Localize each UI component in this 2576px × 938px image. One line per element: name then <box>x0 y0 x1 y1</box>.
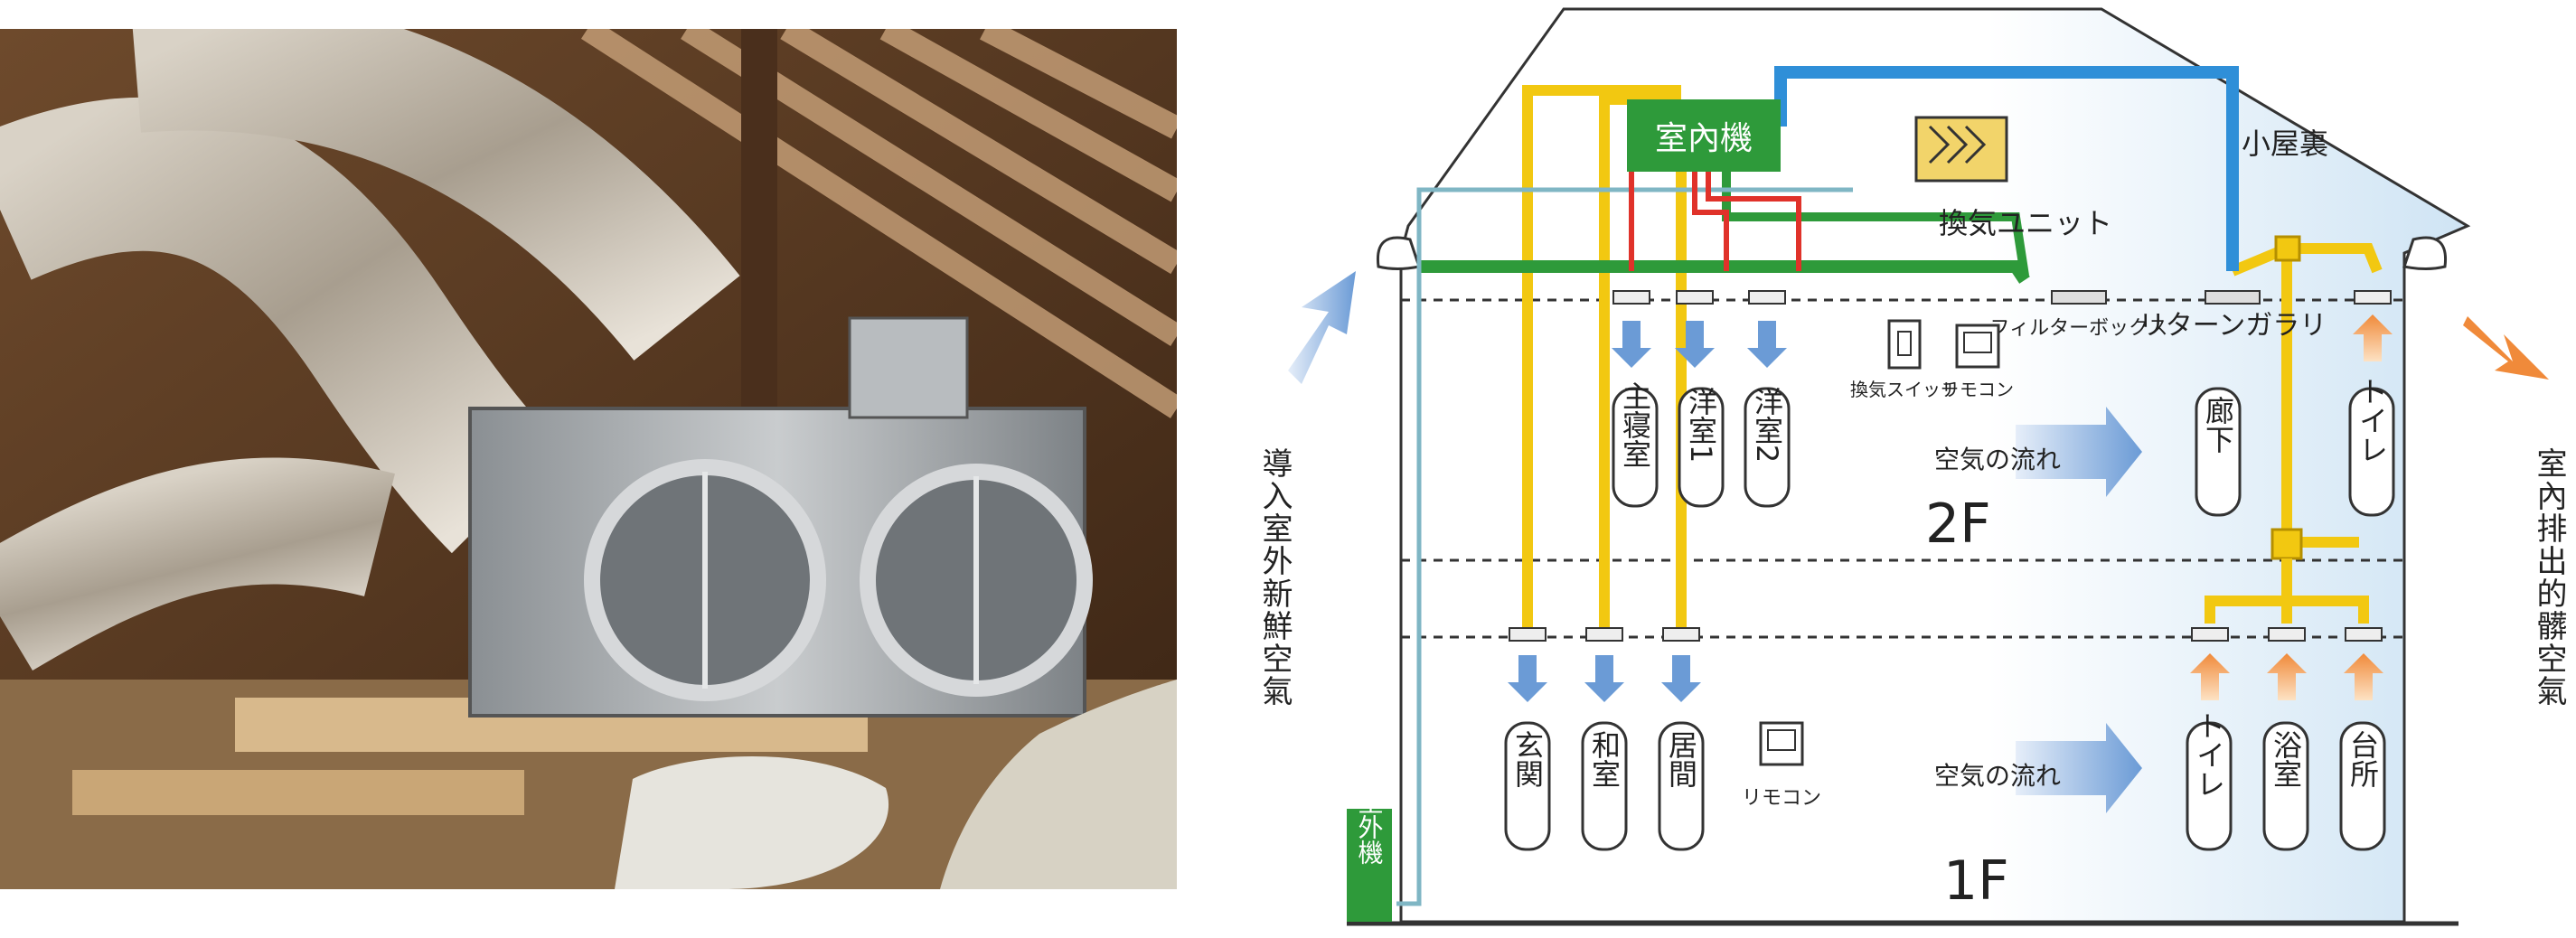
exhaust-air-label: 室內排出的髒空氣 <box>2531 447 2567 708</box>
remote-2f-label: リモコン <box>1941 379 2014 400</box>
indoor-unit-label: 室內機 <box>1655 120 1753 157</box>
ventilation-switch-label: 換気スイッチ <box>1850 379 1959 400</box>
svg-text:居間: 居間 <box>1664 730 1698 788</box>
outdoor-unit-label: 室外機 <box>1355 789 1385 865</box>
svg-text:和室: 和室 <box>1587 730 1622 788</box>
intake-vent <box>1376 236 1421 270</box>
ventilation-unit-icon <box>1914 116 2008 183</box>
rooms-2f-exhaust: 廊下 トイレ <box>2195 377 2395 517</box>
return-gallery-label: リターンガラリ <box>2139 310 2327 342</box>
svg-text:トイレ: トイレ <box>2192 711 2226 798</box>
rooms-2f-supply: 主寝室 洋室1 洋室2 <box>1612 381 1791 508</box>
svg-text:洋室2: 洋室2 <box>1750 387 1784 463</box>
svg-text:洋室1: 洋室1 <box>1684 387 1718 463</box>
exhaust-arrow <box>2463 316 2549 380</box>
ventilation-unit-label: 換気ユニット <box>1939 206 2112 240</box>
floor-1f-label: 1F <box>1943 849 2009 913</box>
svg-text:玄関: 玄関 <box>1510 730 1545 788</box>
exhaust-vent <box>2402 236 2448 270</box>
svg-text:廊下: 廊下 <box>2201 396 2235 454</box>
attic-label: 小屋裏 <box>2242 127 2328 161</box>
filter-box-label: フィルターボックス <box>1990 317 2168 340</box>
svg-text:台所: 台所 <box>2346 730 2380 788</box>
fresh-air-intake-label: 導入室外新鮮空氣 <box>1256 447 1293 708</box>
airflow-2f-label: 空気の流れ <box>1934 445 2061 474</box>
outdoor-unit-box <box>1347 809 1392 922</box>
ventilation-diagram: 導入室外新鮮空氣 室內排出的髒空氣 <box>1202 0 2576 934</box>
attic-duct-photo <box>0 29 1177 889</box>
svg-text:浴室: 浴室 <box>2269 730 2303 788</box>
airflow-1f-label: 空気の流れ <box>1934 761 2061 791</box>
svg-text:トイレ: トイレ <box>2355 377 2389 464</box>
floor-2f-label: 2F <box>1925 492 1991 556</box>
indoor-unit-box <box>1627 99 1781 172</box>
svg-text:主寝室: 主寝室 <box>1618 381 1652 468</box>
fresh-air-arrow <box>1288 271 1356 384</box>
house-schematic: 室內機 換気ユニット 小屋裏 フィルターボックス リターンガラリ <box>1288 7 2549 926</box>
rooms-1f-exhaust: トイレ 浴室 台所 <box>2186 711 2386 851</box>
remote-1f-label: リモコン <box>1742 787 1821 810</box>
rooms-1f-supply: 玄関 和室 居間 <box>1504 721 1705 851</box>
